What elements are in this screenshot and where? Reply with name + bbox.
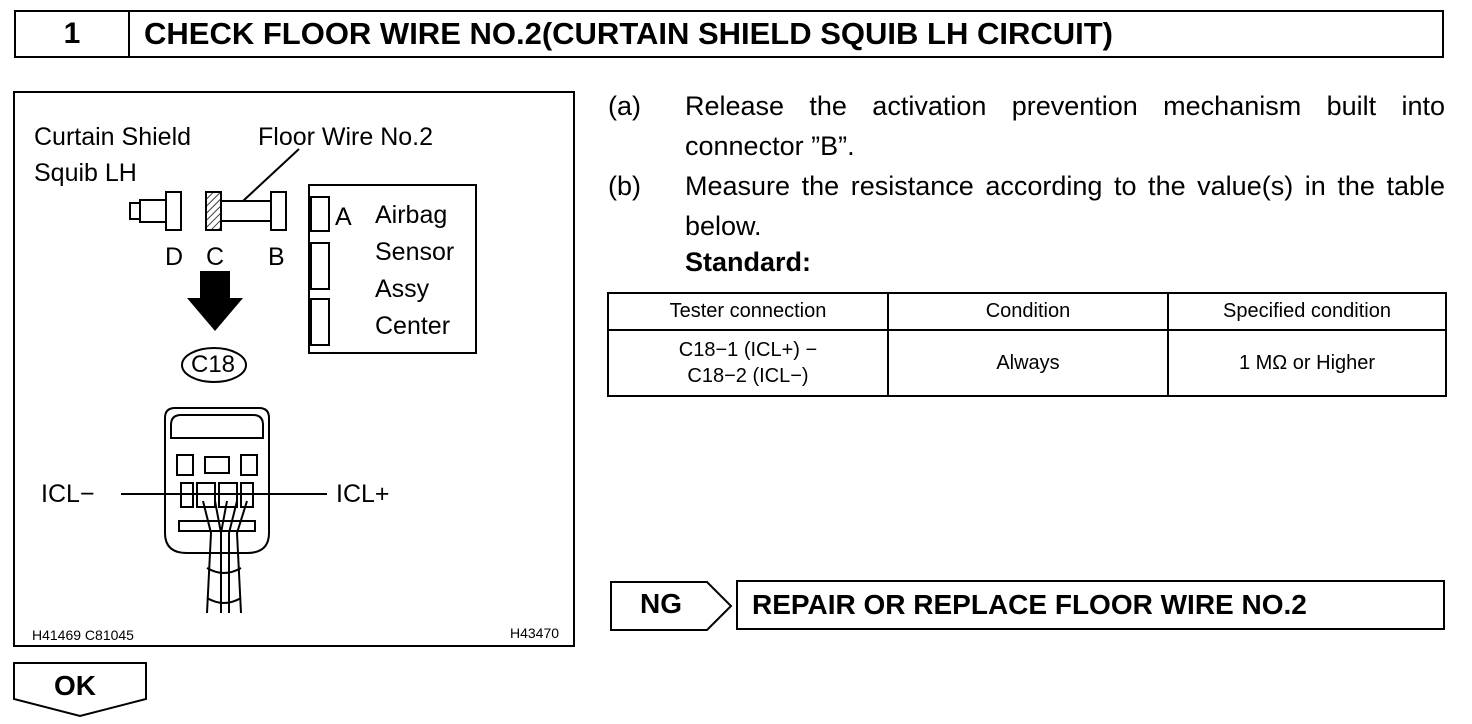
c18-oval [181,347,247,383]
ng-label: NG [640,588,682,619]
down-arrow-icon [187,271,243,331]
floor-wire-label: Floor Wire No.2 [258,123,434,151]
spec-table: Tester connection Condition Specified co… [607,292,1447,397]
sensor-label-1: Airbag [375,201,448,229]
sensor-label-2: Sensor [375,238,455,266]
step-b-mark: (b) [608,171,641,201]
connector-d-label: D [165,243,184,271]
col-header-condition: Condition [887,292,1169,331]
connector-c-shape [205,191,222,231]
standard-label: Standard: [685,247,812,277]
connector-b-shape [221,191,287,231]
step-header: 1 CHECK FLOOR WIRE NO.2(CURTAIN SHIELD S… [14,10,1444,58]
pin-left-label: ICL− [41,480,95,508]
sensor-label-4: Center [375,312,451,340]
airbag-sensor-box [308,184,477,354]
connector-d-shape [129,191,182,231]
pin-right-label: ICL+ [336,480,390,508]
curtain-shield-label-2: Squib LH [34,159,137,187]
connector-b-label: B [268,243,285,271]
ng-arrow-icon [610,581,733,631]
step-a-mark: (a) [608,91,641,121]
connector-face [164,407,270,554]
ok-arrow-icon [13,662,147,718]
connector-id-label: C18 [191,351,236,378]
figure-code-left: H41469 C81045 [32,627,134,643]
curtain-shield-label: Curtain Shield [34,123,192,151]
cell-tester-line1: C18−1 (ICL+) − [678,339,818,361]
step-b-text: Measure the resistance according to the … [685,171,1445,241]
table-row: C18−1 (ICL+) − C18−2 (ICL−) Always 1 MΩ … [607,329,1447,397]
connector-c-label: C [206,243,225,271]
step-title: CHECK FLOOR WIRE NO.2(CURTAIN SHIELD SQU… [144,16,1114,51]
ng-action-box: REPAIR OR REPLACE FLOOR WIRE NO.2 [736,580,1445,630]
figure-code-right: H43470 [510,625,560,641]
cell-tester-connection: C18−1 (ICL+) − C18−2 (ICL−) [607,329,889,397]
connector-diagram [121,148,477,614]
step-a-text: Release the activation prevention mechan… [685,91,1445,161]
ok-label: OK [54,670,96,701]
col-header-specified: Specified condition [1167,292,1447,331]
cell-tester-line2: C18−2 (ICL−) [687,365,809,387]
sensor-label-3: Assy [375,275,430,303]
wiring-illustration: Curtain Shield Squib LH Floor Wire No.2 … [13,91,575,647]
cell-condition: Always [887,329,1169,397]
step-number: 1 [16,12,130,56]
col-header-tester: Tester connection [607,292,889,331]
cell-specified: 1 MΩ or Higher [1167,329,1447,397]
wire-bundle [202,500,248,614]
table-header-row: Tester connection Condition Specified co… [607,292,1447,331]
connector-a-label: A [335,203,352,231]
